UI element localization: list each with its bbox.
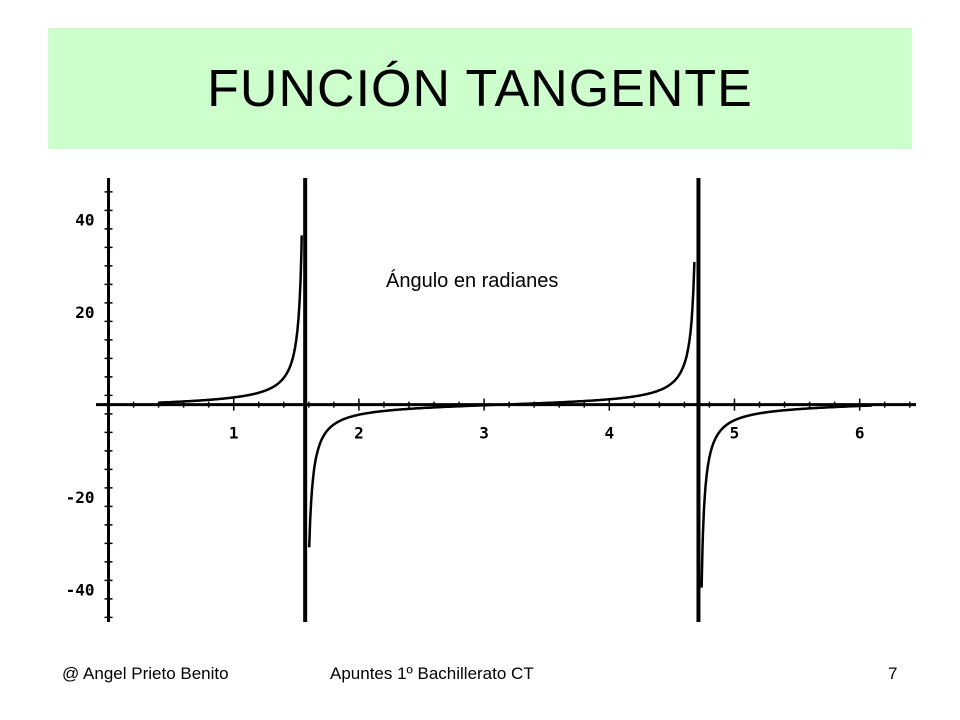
x-tick-label: 3: [479, 424, 489, 443]
tick-labels: 1 2 3 4 5 6 -40 -20 20 40: [66, 211, 865, 600]
x-tick-label: 6: [855, 424, 865, 443]
footer-author: @ Angel Prieto Benito: [62, 664, 229, 683]
x-tick-label: 2: [354, 424, 364, 443]
y-tick-label: -20: [66, 488, 95, 507]
tangent-branch: [307, 261, 696, 548]
y-tick-label: -40: [66, 581, 95, 600]
y-tick-label: 40: [75, 211, 94, 230]
tangent-branch: [158, 235, 303, 404]
footer-page-number: 7: [888, 664, 898, 683]
asymptote-lines: [303, 178, 701, 622]
slide-title: FUNCIÓN TANGENTE: [207, 59, 753, 118]
y-tick-label: 20: [75, 303, 94, 322]
title-banner: FUNCIÓN TANGENTE: [48, 28, 912, 149]
tangent-plot: 1 2 3 4 5 6 -40 -20 20 40: [66, 178, 916, 622]
footer-course: Apuntes 1º Bachillerato CT: [330, 664, 534, 683]
x-tick-label: 1: [229, 424, 239, 443]
axis-annotation: Ángulo en radianes: [386, 270, 559, 292]
tangent-curve: [158, 235, 873, 588]
x-tick-label: 5: [730, 424, 740, 443]
x-tick-label: 4: [604, 424, 614, 443]
tangent-branch: [700, 404, 873, 588]
axes: [96, 178, 916, 622]
